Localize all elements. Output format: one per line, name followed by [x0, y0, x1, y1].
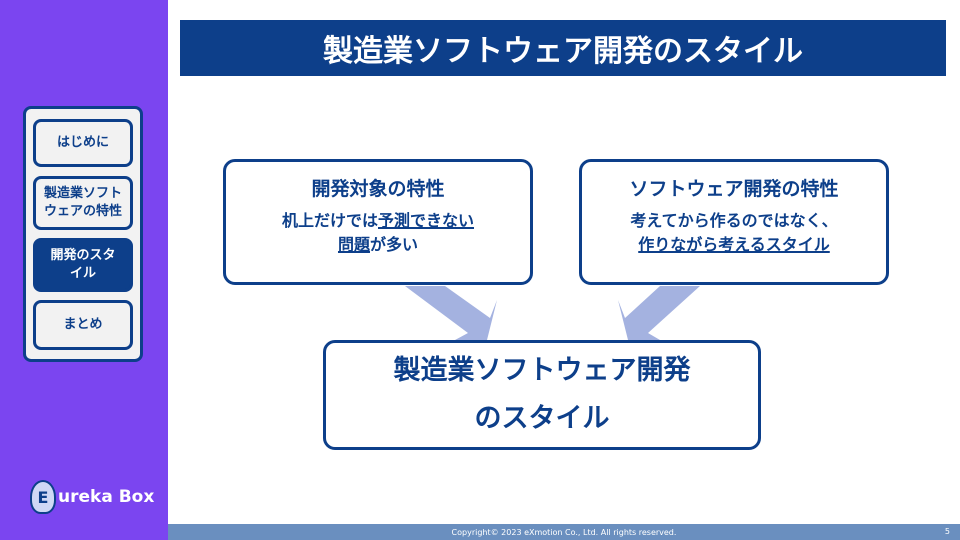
lightbulb-icon: E — [30, 480, 56, 514]
arrow-right — [618, 286, 700, 340]
footer: Copyright© 2023 eXmotion Co., Ltd. All r… — [168, 524, 960, 540]
nav-item-intro[interactable]: はじめに — [33, 119, 133, 167]
page-title: 製造業ソフトウェア開発のスタイル — [180, 20, 946, 76]
nav-item-summary[interactable]: まとめ — [33, 300, 133, 350]
software-characteristics-box: ソフトウェア開発の特性 考えてから作るのではなく、作りながら考えるスタイル — [579, 159, 889, 285]
section-nav: はじめに 製造業ソフトウェアの特性 開発のスタイル まとめ — [23, 106, 143, 362]
eureka-box-logo: E ureka Box — [30, 480, 154, 514]
nav-item-dev-style[interactable]: 開発のスタイル — [33, 238, 133, 292]
arrow-left — [405, 286, 497, 340]
result-box: 製造業ソフトウェア開発 のスタイル — [323, 340, 761, 450]
target-characteristics-box: 開発対象の特性 机上だけでは予測できない問題が多い — [223, 159, 533, 285]
nav-item-characteristics[interactable]: 製造業ソフトウェアの特性 — [33, 176, 133, 230]
sidebar: はじめに 製造業ソフトウェアの特性 開発のスタイル まとめ E ureka Bo… — [0, 0, 168, 540]
page-number: 5 — [944, 527, 950, 536]
